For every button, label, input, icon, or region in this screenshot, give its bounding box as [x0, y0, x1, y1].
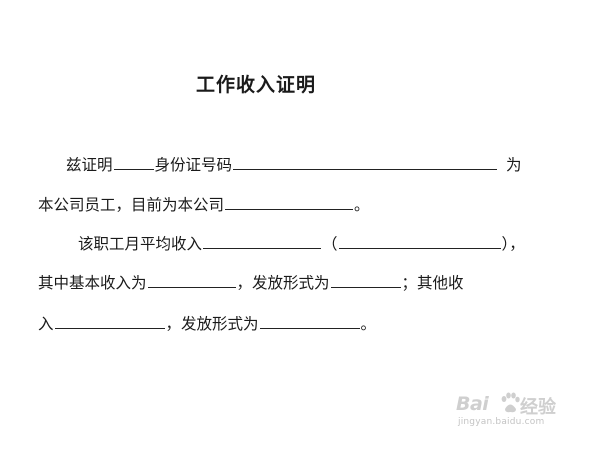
- text-segment: 。: [360, 315, 377, 333]
- text-segment: 其中基本收入为: [38, 274, 147, 292]
- text-line-5: 入 ，发放形式为 。: [38, 311, 376, 335]
- text-segment: 该职工月平均收入: [78, 235, 203, 253]
- text-segment: 入: [38, 315, 54, 333]
- text-segment: （: [322, 235, 338, 253]
- watermark-url: jingyan.baidu.com: [458, 417, 545, 427]
- blank-payment-method: [330, 270, 401, 288]
- text-segment: 。: [354, 196, 370, 214]
- blank-name: [113, 152, 154, 170]
- text-segment: 兹证明: [66, 156, 113, 174]
- text-line-1: 兹证明 身份证号码 为: [66, 152, 522, 176]
- blank-base-income: [147, 270, 236, 288]
- text-segment: 为: [506, 156, 522, 174]
- text-line-2: 本公司员工，目前为本公司 。: [38, 192, 370, 216]
- blank-id-number: [233, 152, 498, 170]
- text-segment: ），: [501, 235, 525, 253]
- text-line-4: 其中基本收入为 ，发放形式为 ；其他收: [38, 270, 464, 294]
- watermark-suffix: 经验: [520, 397, 556, 418]
- document-title: 工作收入证明: [196, 74, 317, 96]
- blank-income-in-words: [338, 231, 501, 249]
- blank-other-income: [54, 311, 165, 329]
- watermark-brand: Bai: [456, 393, 489, 415]
- paw-logo-icon: [501, 392, 520, 413]
- text-line-3: 该职工月平均收入 （ ），: [78, 231, 525, 255]
- blank-other-payment-method: [259, 311, 360, 329]
- text-segment: ，发放形式为: [236, 274, 330, 292]
- blank-monthly-income: [203, 231, 322, 249]
- text-segment: 身份证号码: [154, 156, 233, 174]
- text-segment: ，发放形式为: [165, 315, 259, 333]
- blank-position: [225, 192, 354, 210]
- text-segment: ；其他收: [401, 274, 464, 292]
- text-segment: 本公司员工，目前为本公司: [38, 196, 225, 214]
- baidu-jingyan-watermark: Bai 经验 jingyan.baidu.com: [456, 392, 576, 433]
